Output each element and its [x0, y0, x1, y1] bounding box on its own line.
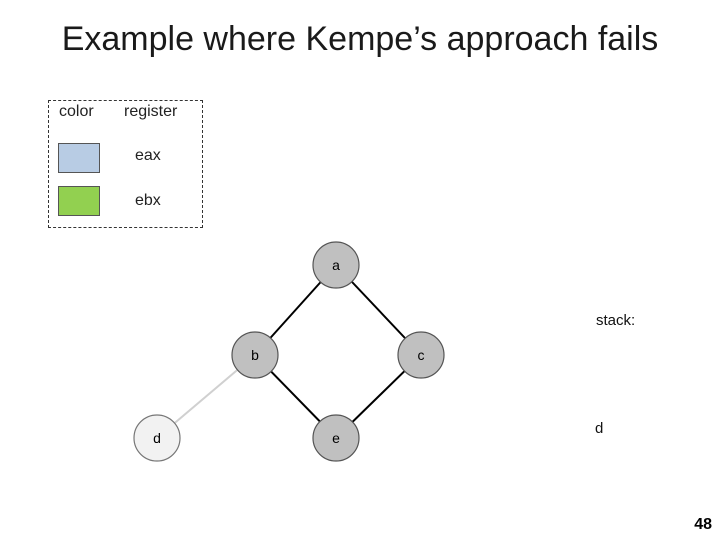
slide-title: Example where Kempe’s approach fails	[61, 20, 659, 58]
node-b-label: b	[251, 347, 259, 363]
stack-item: d	[595, 420, 604, 437]
node-a-circle	[312, 241, 360, 289]
legend-register-header: register	[124, 103, 178, 120]
register-color-legend: color register eax ebx	[48, 100, 203, 228]
node-a: a	[312, 241, 360, 289]
node-e-circle	[312, 414, 360, 462]
node-d-circle	[133, 414, 181, 462]
page-number: 48	[694, 516, 712, 533]
legend-color-header: color	[59, 103, 94, 120]
node-b-circle	[231, 331, 279, 379]
node-d-label: d	[153, 430, 161, 446]
node-b: b	[231, 331, 279, 379]
node-c: c	[397, 331, 445, 379]
node-e-label: e	[332, 430, 340, 446]
legend-swatch-ebx	[58, 186, 100, 216]
node-c-label: c	[418, 347, 425, 363]
legend-register-eax: eax	[135, 147, 161, 164]
stack-label: stack:	[596, 312, 636, 329]
node-a-label: a	[332, 257, 340, 273]
node-e: e	[312, 414, 360, 462]
legend-swatch-eax	[58, 143, 100, 173]
legend-register-ebx: ebx	[135, 192, 161, 209]
node-c-circle	[397, 331, 445, 379]
node-d: d	[133, 414, 181, 462]
